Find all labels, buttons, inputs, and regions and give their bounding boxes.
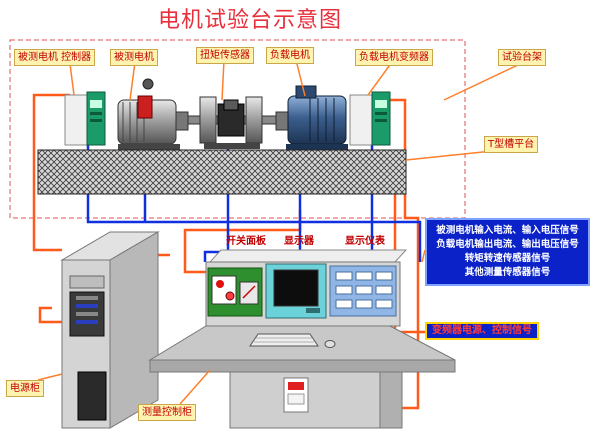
signal-line: 其他测量传感器信号 [464, 267, 551, 278]
leader-lines [37, 59, 521, 405]
label-torque-sensor: 扭矩传感器 [196, 47, 254, 64]
label-load-vfd: 负载电机变频器 [355, 49, 433, 66]
power-cabinet [60, 231, 160, 429]
motor-controller [64, 91, 106, 146]
signal-line: 被测电机输入电流、输入电压信号 [436, 225, 579, 236]
control-signal-box: 变频器电源、控制信号 [425, 322, 539, 340]
signal-line: 转矩转速传感器信号 [464, 253, 551, 264]
label-control-cabinet: 测量控制柜 [138, 404, 196, 421]
torque-sensor [199, 96, 263, 149]
diagram-title: 电机试验台示意图 [157, 8, 342, 33]
label-display: 显示器 [284, 236, 314, 247]
test-frame-outline [9, 39, 466, 219]
motor-under-test [117, 78, 189, 150]
label-motor-under-test: 被测电机 [110, 49, 158, 66]
label-load-motor: 负载电机 [266, 47, 314, 64]
load-motor [275, 85, 348, 150]
label-test-frame: 试验台架 [498, 49, 546, 66]
label-switch-panel: 开关面板 [226, 236, 266, 247]
signal-line: 负载电机输出电流、输出电压信号 [436, 239, 579, 250]
t-slot-platform [37, 149, 407, 195]
signal-legend-box: 被测电机输入电流、输入电压信号 负载电机输出电流、输出电压信号 转矩转速传感器信… [425, 218, 590, 286]
control-console [148, 249, 456, 429]
label-motor-controller: 被测电机 控制器 [14, 49, 96, 66]
label-power-cabinet: 电源柜 [6, 380, 44, 397]
label-t-slot-platform: T型槽平台 [484, 136, 539, 153]
label-meter: 显示仪表 [345, 236, 385, 247]
load-vfd-unit [349, 91, 391, 146]
